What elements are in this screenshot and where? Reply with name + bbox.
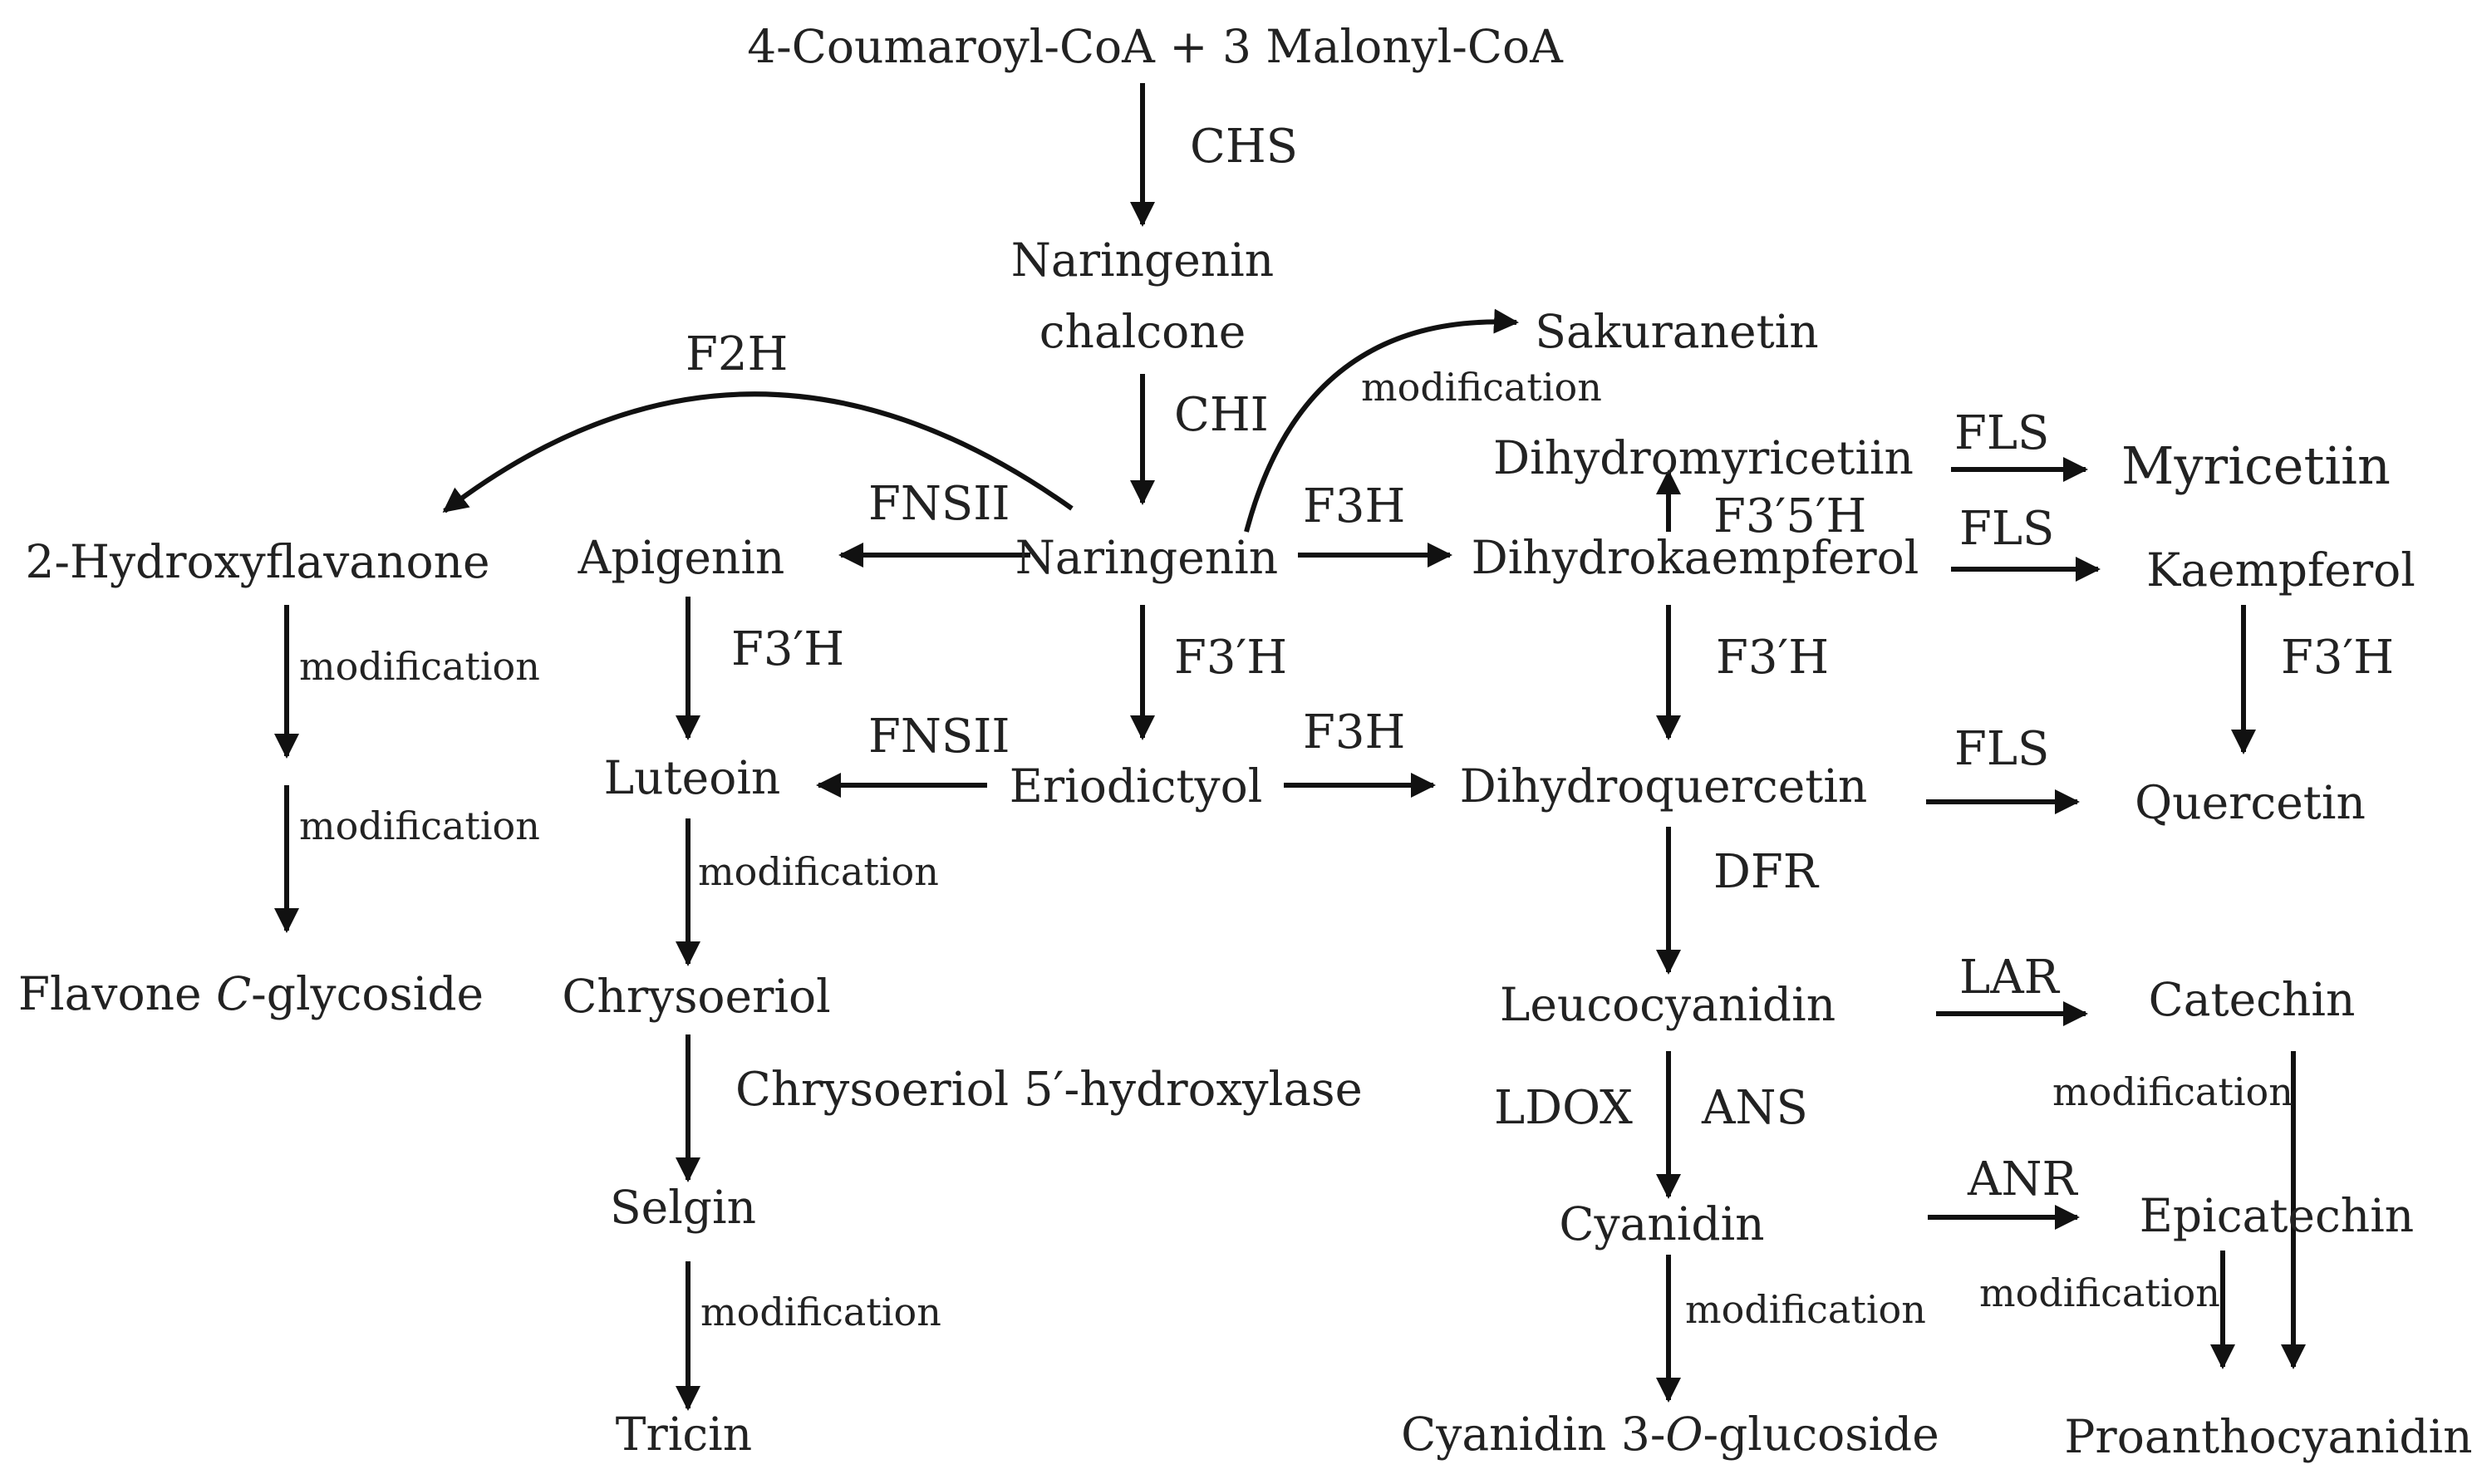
node-catechin: Catechin [2149,973,2356,1026]
modification-epicatechin: modification [1979,1270,2220,1315]
modification-catechin: modification [2052,1069,2293,1114]
node-epicatechin: Epicatechin [2140,1189,2414,1242]
node-leucocyanidin: Leucocyanidin [1500,978,1836,1031]
enzyme-f3ph-apigenin: F3′H [731,622,844,676]
node-myricetiin: Myricetiin [2121,435,2391,496]
modification-sakuranetin: modification [1361,365,1602,410]
node-dihydromyricetiin: Dihydromyricetiin [1493,431,1914,484]
enzyme-fls-kaempferol: FLS [1959,502,2054,556]
enzyme-fnsii-naringenin: FNSII [868,477,1010,531]
enzyme-lar: LAR [1959,951,2061,1005]
node-hydroxyflavanone: 2-Hydroxyflavanone [25,535,489,588]
enzyme-f3h-naringenin: F3H [1303,479,1405,533]
enzyme-fnsii-eriodictyol: FNSII [868,710,1010,764]
modification-hydroxyflavanone-1: modification [299,644,540,689]
node-proanthocyanidin: Proanthocyanidin [2064,1410,2472,1463]
node-sakuranetin: Sakuranetin [1535,305,1818,358]
node-selgin: Selgin [610,1181,756,1234]
enzyme-chs: CHS [1190,120,1298,174]
arrow-naringenin-to-sakuranetin [1244,308,1519,533]
node-kaempferol: Kaempferol [2146,543,2415,597]
enzyme-ans: ANS [1701,1081,1808,1135]
modification-labels: modification modification modification m… [299,365,2293,1334]
node-naringenin-chalcone-line2: chalcone [1039,305,1246,358]
enzyme-f2h: F2H [686,327,788,381]
enzyme-f3h-eriodictyol: F3H [1303,705,1405,759]
arrow-naringenin-to-hydroxyflavanone [442,391,1074,514]
enzyme-f3ph-dihydrokaempferol: F3′H [1716,631,1829,685]
node-eriodictyol: Eriodictyol [1010,759,1263,813]
node-cyanidin: Cyanidin [1559,1197,1764,1251]
node-quercetin: Quercetin [2135,776,2366,829]
node-chrysoeriol: Chrysoeriol [562,970,830,1023]
modification-cyanidin: modification [1685,1287,1926,1332]
enzyme-fls-myricetiin: FLS [1954,406,2049,460]
modification-hydroxyflavanone-2: modification [299,803,540,848]
node-dihydroquercetin: Dihydroquercetin [1460,759,1868,813]
enzyme-chi: CHI [1174,388,1269,442]
enzyme-labels: CHS CHI F2H FNSII F3H F3′H F3′H FNSII F3… [686,120,2394,1206]
node-cyanidin-3-o-glucoside: Cyanidin 3-O-glucoside [1401,1408,1939,1461]
enzyme-chrysoeriol-5p-hydroxylase: Chrysoeriol 5′-hydroxylase [735,1063,1363,1117]
enzyme-f3p5ph: F3′5′H [1713,489,1866,543]
node-tricin: Tricin [616,1408,752,1461]
node-dihydrokaempferol: Dihydrokaempferol [1472,531,1919,584]
node-luteoin: Luteoin [604,751,781,804]
node-naringenin-chalcone-line1: Naringenin [1011,233,1274,287]
node-apigenin: Apigenin [577,531,785,584]
enzyme-anr: ANR [1967,1152,2078,1206]
arrows [274,83,2306,1411]
enzyme-fls-quercetin: FLS [1954,722,2049,776]
node-naringenin: Naringenin [1015,531,1278,584]
modification-luteoin: modification [698,849,939,894]
modification-selgin: modification [700,1290,941,1334]
enzyme-dfr: DFR [1713,845,1820,899]
enzyme-ldox: LDOX [1494,1081,1633,1135]
compound-nodes: 4-Coumaroyl-CoA + 3 Malonyl-CoA Naringen… [18,20,2472,1463]
node-flavone-c-glycoside: Flavone C-glycoside [18,967,484,1020]
node-substrate: 4-Coumaroyl-CoA + 3 Malonyl-CoA [747,20,1564,73]
enzyme-f3ph-naringenin: F3′H [1174,631,1287,685]
enzyme-f3ph-kaempferol: F3′H [2281,631,2394,685]
